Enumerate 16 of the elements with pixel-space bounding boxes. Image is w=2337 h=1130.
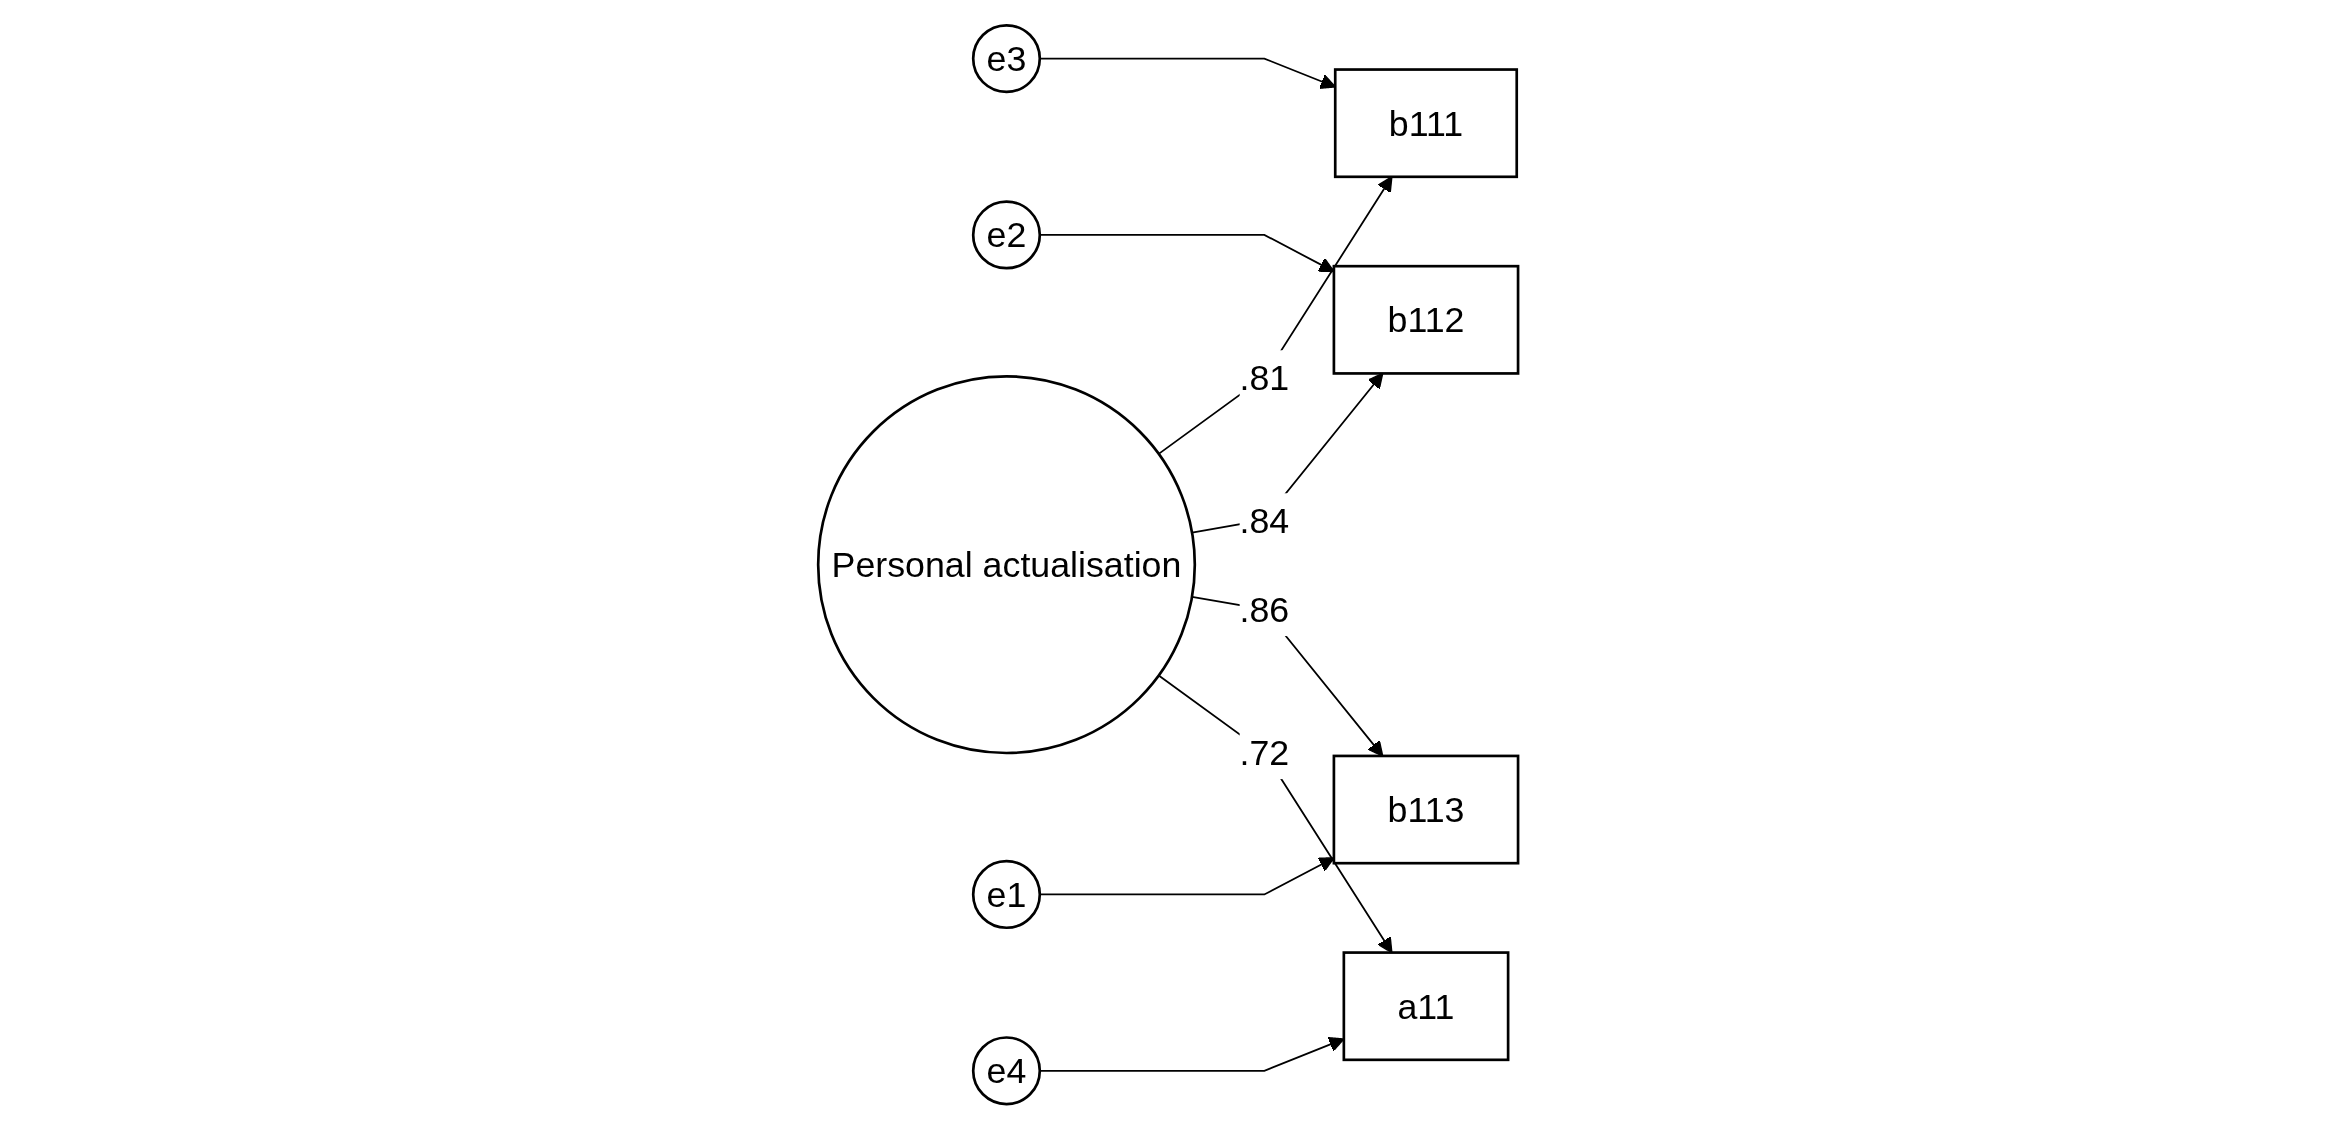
node-box: a11 (1342, 951, 1510, 1062)
edge-label: .84 (1239, 500, 1290, 540)
node-circle: Personal actualisation (817, 375, 1197, 755)
node-box: b111 (1334, 68, 1519, 179)
edge-label: .72 (1239, 733, 1290, 773)
edge-label: .86 (1239, 590, 1290, 630)
node-circle: e3 (972, 24, 1042, 94)
arrow (1039, 234, 1335, 273)
arrow (1039, 857, 1335, 896)
node-circle: e2 (972, 200, 1042, 270)
node-circle: e4 (972, 1036, 1042, 1106)
arrow (1039, 1037, 1345, 1072)
node-box: b113 (1332, 754, 1520, 865)
node-circle: e1 (972, 860, 1042, 930)
edge-label: .81 (1239, 357, 1290, 397)
node-box: b112 (1332, 265, 1520, 376)
